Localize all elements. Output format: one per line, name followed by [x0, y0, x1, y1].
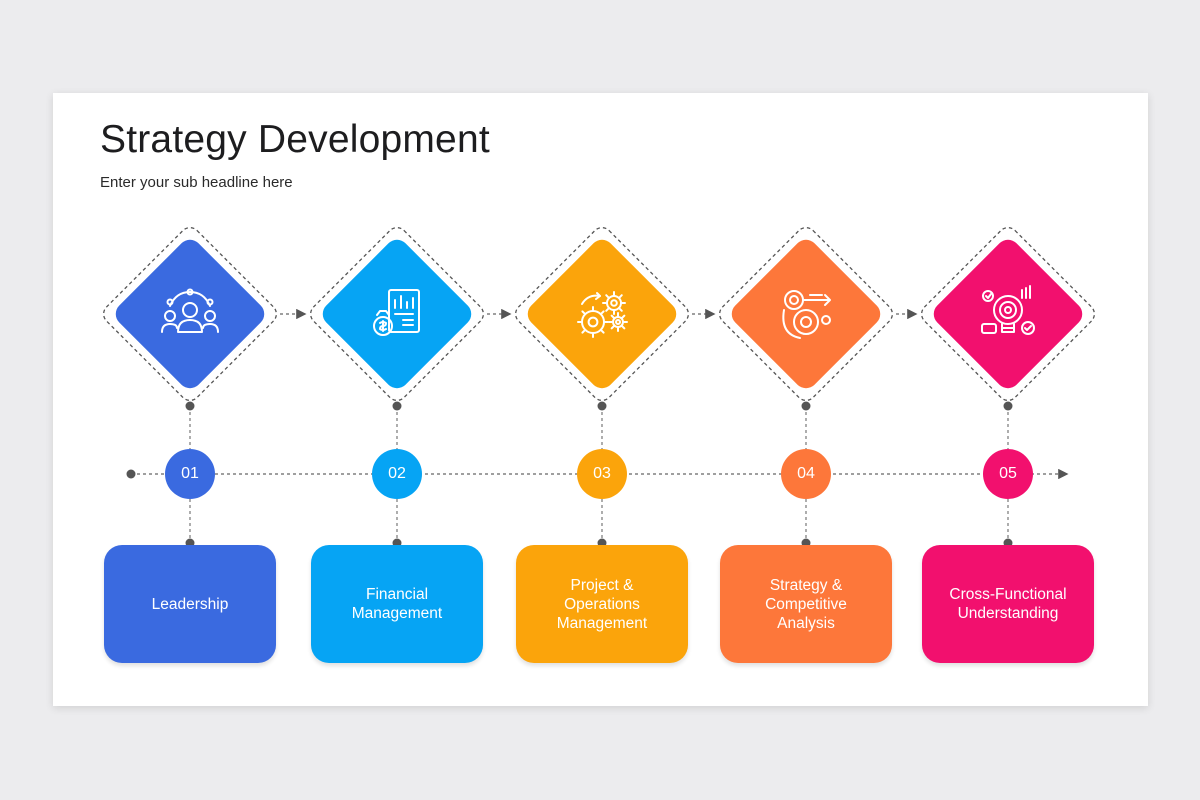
step-diamond [102, 226, 278, 402]
step-label-box: Financial Management [311, 545, 483, 663]
step-label-box: Strategy & Competitive Analysis [720, 545, 892, 663]
connector-dot [597, 401, 607, 411]
step-label: Project & Operations Management [556, 576, 648, 632]
step-label: Leadership [151, 595, 229, 613]
step-number-badge: 03 [577, 449, 627, 499]
idea-bulb-icon [981, 285, 1035, 335]
financial-report-icon [373, 289, 420, 336]
step-label-box: Leadership [104, 545, 276, 663]
connector-dot [185, 401, 195, 411]
step-label: Strategy & Competitive Analysis [765, 576, 847, 632]
timeline-start-dot [126, 469, 136, 479]
step-diamond [718, 226, 894, 402]
page-subtitle: Enter your sub headline here [100, 174, 293, 191]
step-label: Cross-Functional Understanding [949, 586, 1067, 622]
step-number-badge: 05 [983, 449, 1033, 499]
diamond-fill [731, 239, 881, 389]
step-number-badge: 02 [372, 449, 422, 499]
strategy-gear-icon [782, 290, 831, 339]
step-number-badge: 01 [165, 449, 215, 499]
connector-dot [1003, 401, 1013, 411]
gears-icon [577, 291, 628, 338]
step-label-box: Project & Operations Management [516, 545, 688, 663]
leadership-team-icon [161, 288, 219, 333]
diamond-fill [115, 239, 265, 389]
connector-dot [392, 401, 402, 411]
step-number-badge: 04 [781, 449, 831, 499]
step-label: Financial Management [351, 586, 443, 622]
connector-dot [801, 401, 811, 411]
page-title: Strategy Development [100, 118, 490, 161]
step-diamond [309, 226, 485, 402]
step-diamond [920, 226, 1096, 402]
step-label-box: Cross-Functional Understanding [922, 545, 1094, 663]
step-diamond [514, 226, 690, 402]
